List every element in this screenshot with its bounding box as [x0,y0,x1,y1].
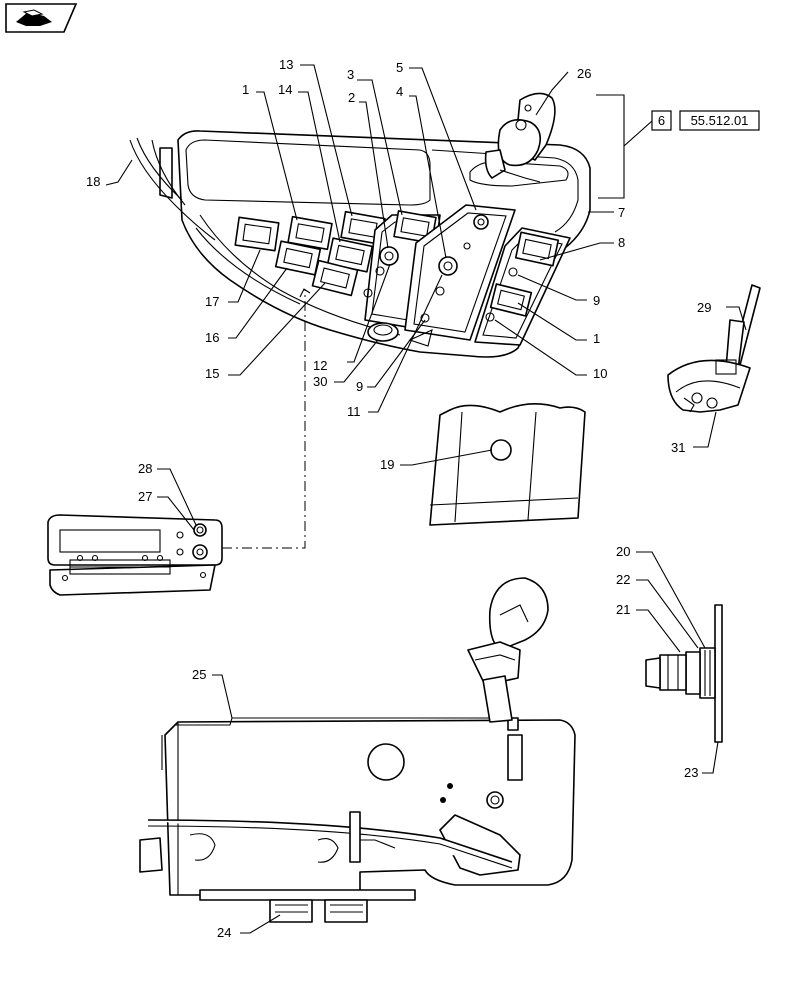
rocker-switch-15[interactable] [311,259,359,297]
callout-16[interactable]: 16 [205,330,219,345]
socket-30[interactable] [367,322,399,342]
leader-lines [105,64,747,934]
fitting-assembly-20 [645,604,723,743]
callout-21[interactable]: 21 [616,602,630,617]
callout-29[interactable]: 29 [697,300,711,315]
section-number: 6 [658,113,665,128]
book-hand-icon[interactable] [5,3,78,33]
joystick-handle[interactable] [467,577,549,723]
callout-12[interactable]: 12 [313,358,327,373]
callout-7[interactable]: 7 [618,205,625,220]
callout-2[interactable]: 2 [348,90,355,105]
section-reference-box[interactable]: 6 [651,110,672,131]
callout-1[interactable]: 1 [242,82,249,97]
callout-9[interactable]: 9 [593,293,600,308]
callout-13[interactable]: 13 [279,57,293,72]
callout-30[interactable]: 30 [313,374,327,389]
callout-9b[interactable]: 9 [356,379,363,394]
base-assembly-25 [139,717,576,923]
callout-14[interactable]: 14 [278,82,292,97]
callout-26[interactable]: 26 [577,66,591,81]
lever-knob-26[interactable] [484,92,556,183]
callout-25[interactable]: 25 [192,667,206,682]
callout-28[interactable]: 28 [138,461,152,476]
callout-4[interactable]: 4 [396,84,403,99]
knob-2[interactable] [379,246,399,266]
callout-5[interactable]: 5 [396,60,403,75]
rocker-switch-1b[interactable] [489,283,533,317]
reference-bracket [596,94,625,199]
callout-20[interactable]: 20 [616,544,630,559]
callout-8[interactable]: 8 [618,235,625,250]
callout-15[interactable]: 15 [205,366,219,381]
callout-31[interactable]: 31 [671,440,685,455]
callout-10[interactable]: 10 [593,366,607,381]
callouts: 13 3 5 26 1 14 2 4 18 7 8 17 9 29 16 1 1… [86,57,711,940]
page-reference: 55.512.01 [691,113,749,128]
display-unit-27[interactable] [47,514,223,596]
callout-18[interactable]: 18 [86,174,100,189]
page-reference-box[interactable]: 55.512.01 [679,110,760,131]
callout-23[interactable]: 23 [684,765,698,780]
rocker-switch-17[interactable] [234,216,280,252]
callout-3[interactable]: 3 [347,67,354,82]
rocker-switch-1[interactable] [287,215,333,251]
callout-19[interactable]: 19 [380,457,394,472]
panel-19 [429,403,586,526]
callout-24[interactable]: 24 [217,925,231,940]
callout-11[interactable]: 11 [347,404,361,419]
knob-4[interactable] [438,256,458,276]
callout-17[interactable]: 17 [205,294,219,309]
callout-22[interactable]: 22 [616,572,630,587]
callout-27[interactable]: 27 [138,489,152,504]
connection-line [222,290,306,549]
callout-1b[interactable]: 1 [593,331,600,346]
throttle-lever-29[interactable] [667,284,761,413]
toggle-5[interactable] [473,214,489,230]
